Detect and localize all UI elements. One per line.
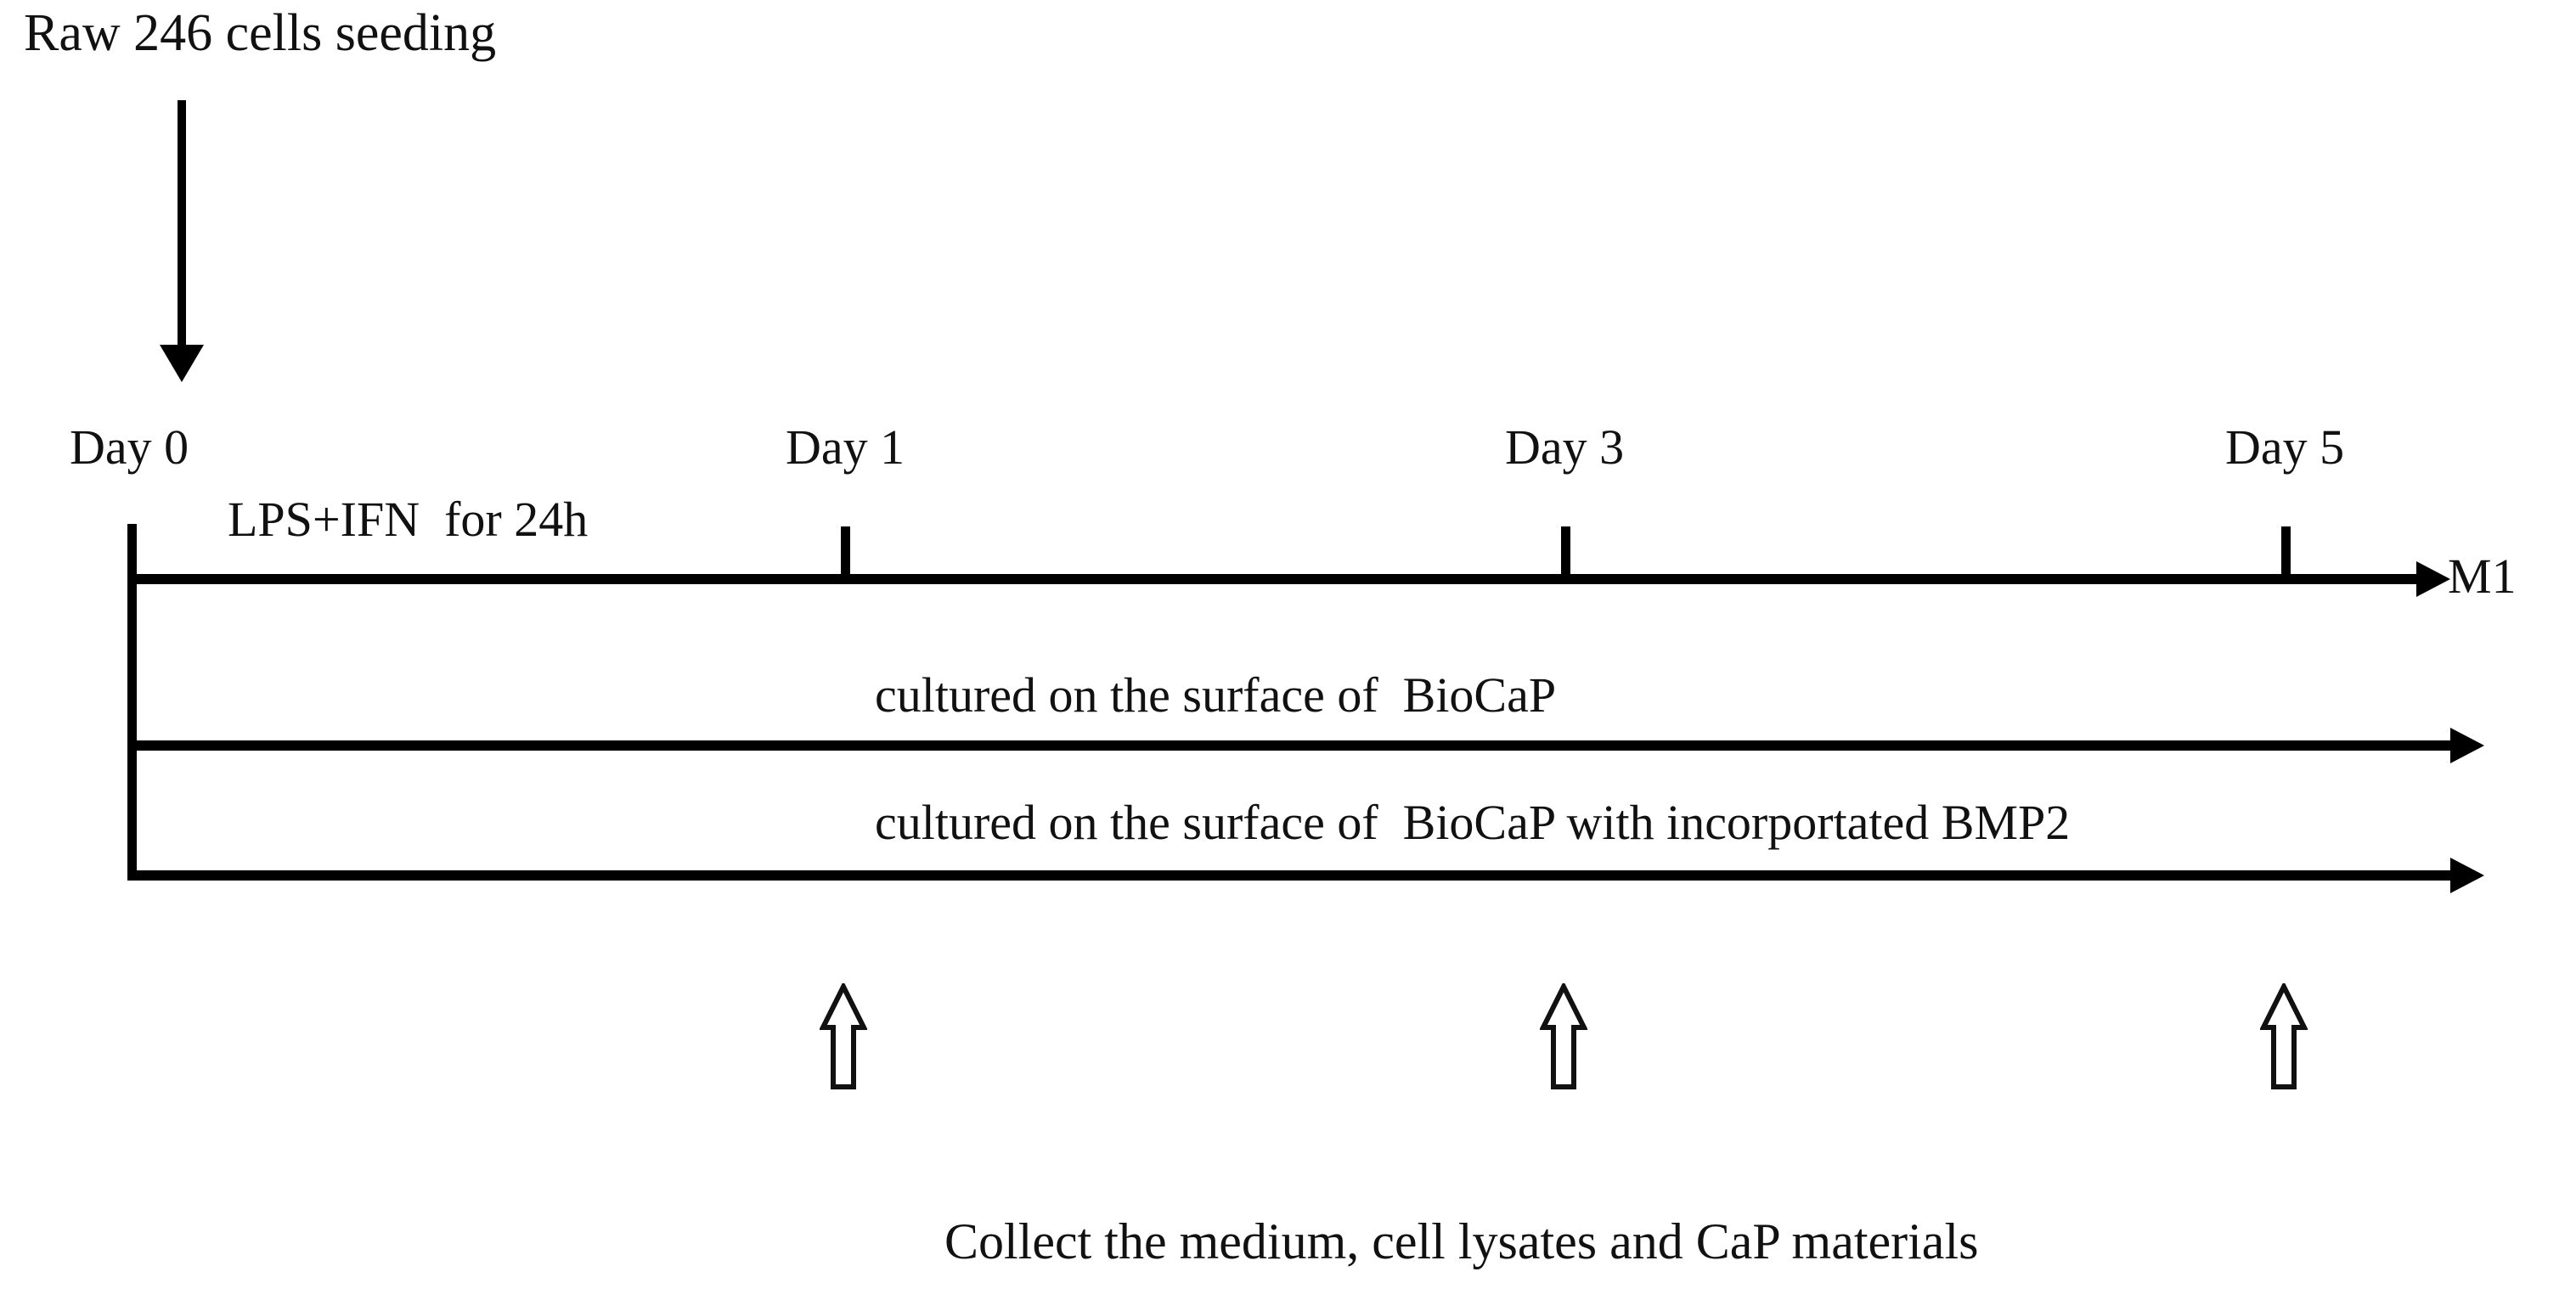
timeline-axis <box>127 574 2422 584</box>
tick-label-day-1: Day 1 <box>786 419 905 475</box>
collection-caption: Collect the medium, cell lysates and CaP… <box>944 1213 1979 1269</box>
arrow-up-outline-icon <box>1540 983 1587 1089</box>
arrow-down-icon <box>160 345 204 382</box>
collection-arrow-day-1 <box>820 983 867 1090</box>
arrow-right-icon <box>2450 858 2484 893</box>
seeding-arrow-shaft <box>178 100 186 348</box>
arrow-right-icon <box>2450 728 2484 763</box>
tick-label-day-0: Day 0 <box>70 419 189 475</box>
collection-arrow-day-5 <box>2260 983 2308 1090</box>
collection-arrow-day-3 <box>1540 983 1587 1090</box>
page-title: Raw 246 cells seeding <box>24 4 497 62</box>
day-0-origin-bar <box>127 524 137 881</box>
arrow-up-outline-icon <box>2260 983 2308 1089</box>
track-line-biocap-bmp2 <box>127 870 2456 881</box>
arrow-right-icon <box>2416 561 2450 597</box>
timeline-end-label: M1 <box>2448 549 2517 604</box>
track-label-biocap: cultured on the surface of BioCaP <box>875 667 1557 723</box>
track-label-biocap-bmp2: cultured on the surface of BioCaP with i… <box>875 795 2071 850</box>
treatment-label: LPS+IFN for 24h <box>228 492 589 547</box>
tick-mark-day-1 <box>841 526 850 577</box>
tick-label-day-5: Day 5 <box>2225 419 2345 475</box>
tick-mark-day-3 <box>1561 526 1570 577</box>
track-line-biocap <box>127 740 2456 751</box>
tick-label-day-3: Day 3 <box>1505 419 1625 475</box>
tick-mark-day-5 <box>2281 526 2291 577</box>
arrow-up-outline-icon <box>820 983 867 1089</box>
